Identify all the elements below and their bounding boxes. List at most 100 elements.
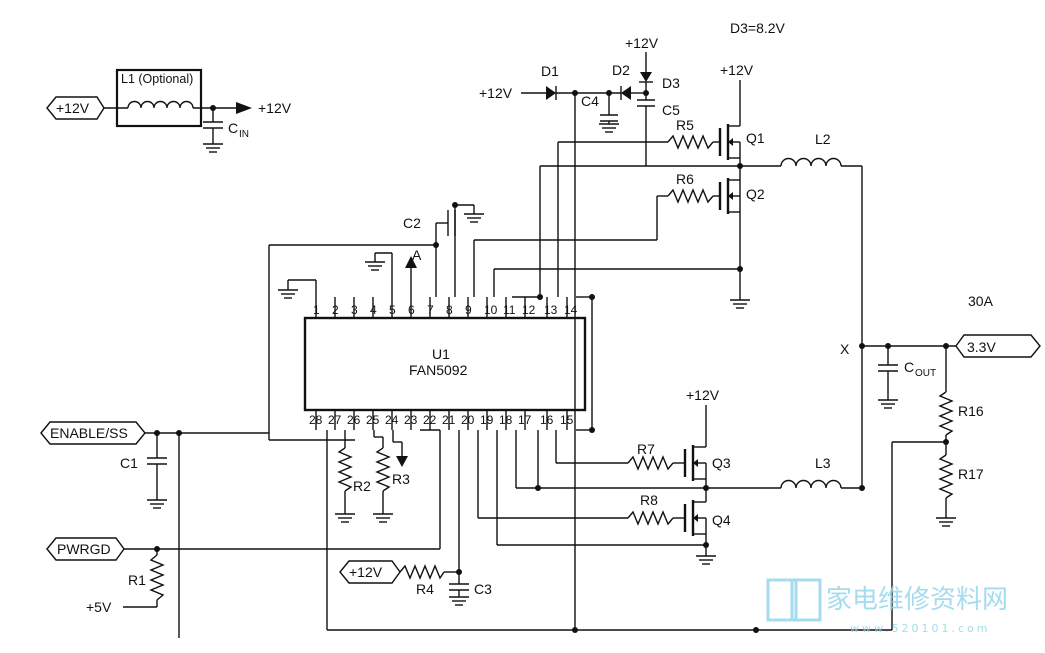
inductor-l2: [780, 157, 842, 167]
resistor-r1: [149, 554, 165, 601]
d3-label: D3: [662, 75, 680, 91]
d3-note: D3=8.2V: [730, 20, 786, 36]
pin-bottom-22: 22: [423, 413, 437, 427]
supply-5v: +5V: [86, 599, 112, 615]
pin-top-1: 1: [313, 303, 320, 317]
port-r4-label: +12V: [349, 564, 383, 580]
pin-bottom-28: 28: [309, 413, 323, 427]
l1-box: [115, 68, 203, 128]
q2-label: Q2: [746, 186, 765, 202]
node-a-arrow: [405, 256, 417, 268]
resistor-r6: [667, 188, 714, 204]
d2-label: D2: [612, 62, 630, 78]
node-x-label: X: [840, 341, 850, 357]
left-ports: ENABLE/SS C1 PWRGD R1 +5V: [40, 421, 440, 638]
port-out-label: 3.3V: [967, 339, 996, 355]
q1-label: Q1: [746, 130, 765, 146]
watermark: 家电维修资料网 www.520101.com: [766, 578, 1008, 635]
c4-label: C4: [581, 93, 599, 109]
u1-body: [303, 316, 587, 412]
pin-top-6: 6: [408, 303, 415, 317]
resistor-r5: [667, 134, 714, 150]
r6-label: R6: [676, 171, 694, 187]
c1-label: C1: [120, 455, 138, 471]
r4-label: R4: [416, 581, 434, 597]
port-enable-label: ENABLE/SS: [50, 425, 128, 441]
cin-label: C: [228, 120, 238, 136]
u1-part: FAN5092: [409, 362, 468, 378]
r2-label: R2: [353, 478, 371, 494]
watermark-text: 家电维修资料网: [826, 585, 1008, 615]
pin-top-10: 10: [484, 303, 498, 317]
pin-bottom-23: 23: [404, 413, 418, 427]
d1-label: D1: [541, 63, 559, 79]
input-filter: +12V L1 (Optional) +12V C IN: [46, 68, 292, 153]
tap-arrow: [396, 456, 408, 467]
r3-label: R3: [392, 471, 410, 487]
pin-bottom-15: 15: [560, 413, 574, 427]
current-label: 30A: [968, 293, 994, 309]
port-in-12v-label: +12V: [56, 100, 90, 116]
r1-label: R1: [128, 572, 146, 588]
q4-label: Q4: [712, 512, 731, 528]
a-label: A: [412, 247, 422, 263]
pin-top-11: 11: [503, 303, 516, 317]
inductor-l1: [127, 100, 194, 109]
pin-bottom-26: 26: [347, 413, 361, 427]
resistor-r8: [627, 510, 674, 526]
port-pwrgd-label: PWRGD: [57, 541, 111, 557]
pin-top-8: 8: [446, 303, 453, 317]
pin-top-3: 3: [351, 303, 358, 317]
r7-label: R7: [637, 441, 655, 457]
cout-label: C: [904, 359, 914, 375]
resistor-r3: [375, 447, 391, 492]
pin-top-4: 4: [370, 303, 377, 317]
port-out-3v3: [955, 334, 1041, 358]
l2-label: L2: [815, 131, 831, 147]
resistor-r2: [337, 447, 353, 492]
r8-label: R8: [640, 492, 658, 508]
bootstrap-section: +12V D1 C4 D2 +12V D3 D3=8.2V C5: [479, 20, 786, 166]
pin-top-5: 5: [389, 303, 396, 317]
resistor-r7: [627, 455, 674, 471]
diode-d1: [546, 86, 556, 100]
pin-top-14: 14: [564, 303, 578, 317]
pin-bottom-27: 27: [328, 413, 342, 427]
pin-bottom-17: 17: [518, 413, 532, 427]
pin-bottom-25: 25: [366, 413, 380, 427]
cout-label-sub: OUT: [915, 368, 936, 379]
pin-bottom-19: 19: [480, 413, 494, 427]
supply-12v-q1: +12V: [720, 62, 754, 78]
pin-bottom-21: 21: [442, 413, 456, 427]
q3-label: Q3: [712, 455, 731, 471]
pin-bottom-20: 20: [461, 413, 475, 427]
pin-bottom-18: 18: [499, 413, 513, 427]
c3-label: C3: [474, 581, 492, 597]
supply-12v-l1: +12V: [258, 100, 292, 116]
output-section: 30A X 3.3V C OUT R16 R17: [840, 293, 1041, 630]
pin-top-2: 2: [332, 303, 339, 317]
u1-ref: U1: [432, 346, 450, 362]
c2-label: C2: [403, 215, 421, 231]
pin-top-9: 9: [465, 303, 472, 317]
u1-bottom-wiring: R2 R3 +12V R4 C3: [326, 429, 892, 633]
r16-label: R16: [958, 403, 984, 419]
pin-top-12: 12: [522, 303, 536, 317]
l1-label: L1 (Optional): [121, 72, 193, 86]
pin-top-7: 7: [427, 303, 434, 317]
switch-pair-bottom: +12V Q3 R7 L3 Q4 R8: [627, 387, 865, 565]
pin-top-13: 13: [544, 303, 558, 317]
resistor-r4: [399, 564, 445, 580]
r5-label: R5: [676, 117, 694, 133]
c5-label: C5: [662, 102, 680, 118]
r17-label: R17: [958, 466, 984, 482]
supply-12v-q3: +12V: [686, 387, 720, 403]
pin-bottom-24: 24: [385, 413, 399, 427]
l3-label: L3: [815, 455, 831, 471]
supply-12v-d3: +12V: [625, 35, 659, 51]
watermark-logo-icon: [766, 578, 798, 622]
cin-label-sub: IN: [239, 129, 249, 140]
watermark-url: www.520101.com: [850, 622, 990, 635]
